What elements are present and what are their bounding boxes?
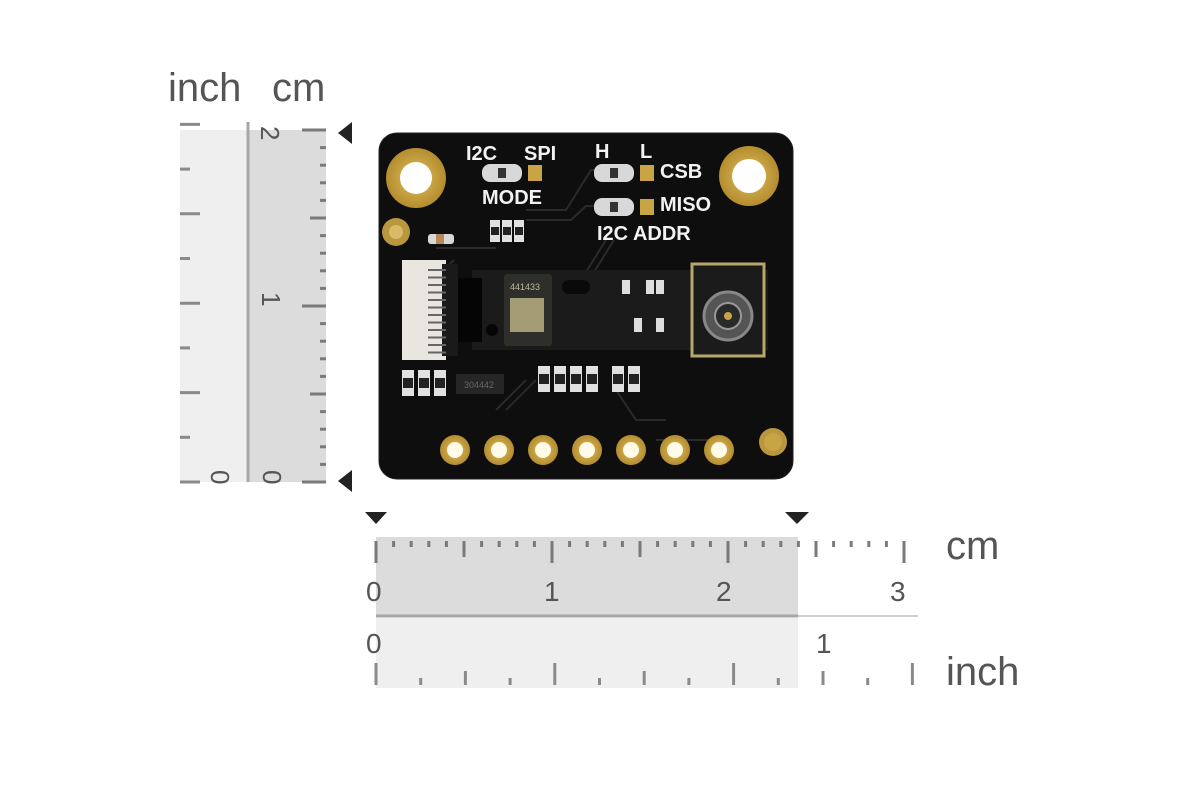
chip-code: 441433 <box>510 282 540 292</box>
vertical-inch-label-0: 0 <box>205 470 235 484</box>
ic-package: 304442 <box>456 374 504 394</box>
silk-mode: MODE <box>482 187 542 209</box>
vertical-cm-label-0: 0 <box>257 470 287 484</box>
horizontal-inch-label-1: 1 <box>816 628 832 659</box>
silk-csb: CSB <box>660 161 702 183</box>
svg-text:304442: 304442 <box>464 380 494 390</box>
fpc-connector <box>402 260 458 360</box>
bottom-marker-icon <box>338 470 352 492</box>
vertical-ruler-inch-unit: inch <box>168 66 242 110</box>
cm-band <box>376 537 798 617</box>
vertical-cm-label-1: 1 <box>256 292 286 306</box>
silk-spi: SPI <box>524 143 556 165</box>
left-marker-icon <box>365 512 387 524</box>
horizontal-cm-label-0: 0 <box>366 576 382 607</box>
horizontal-ruler: 0 1 2 3 0 1 <box>365 512 918 688</box>
inch-band <box>180 130 248 482</box>
vertical-ruler-cm-unit: cm <box>272 66 326 110</box>
silk-miso: MISO <box>660 194 711 216</box>
mounting-hole-top-left <box>386 148 446 208</box>
silk-i2c: I2C <box>466 143 497 165</box>
horizontal-cm-label-3: 3 <box>890 576 906 607</box>
horizontal-cm-label-2: 2 <box>716 576 732 607</box>
horizontal-ruler-inch-unit: inch <box>946 650 1020 694</box>
sensor-module: 441433 <box>458 262 768 358</box>
pcb-board: I2C SPI MODE H L CSB MISO I2C ADDR 44143… <box>378 132 794 480</box>
datamatrix-code <box>510 298 544 332</box>
inch-band <box>376 618 798 688</box>
silk-l: L <box>640 141 652 163</box>
mode-jumper <box>482 164 542 182</box>
horizontal-ruler-cm-unit: cm <box>946 524 1000 568</box>
silk-i2c-addr: I2C ADDR <box>597 223 691 245</box>
miso-jumper <box>594 198 654 216</box>
mounting-hole-top-right <box>719 146 779 206</box>
top-marker-icon <box>338 122 352 144</box>
silk-h: H <box>595 141 609 163</box>
right-marker-icon <box>785 512 809 524</box>
vertical-ruler: 2 1 0 0 <box>180 122 326 484</box>
header-pins <box>440 435 734 465</box>
horizontal-cm-label-1: 1 <box>544 576 560 607</box>
vertical-cm-label-2: 2 <box>255 126 285 140</box>
csb-jumper <box>594 164 654 182</box>
vertical-markers <box>338 122 352 492</box>
horizontal-inch-label-0: 0 <box>366 628 382 659</box>
